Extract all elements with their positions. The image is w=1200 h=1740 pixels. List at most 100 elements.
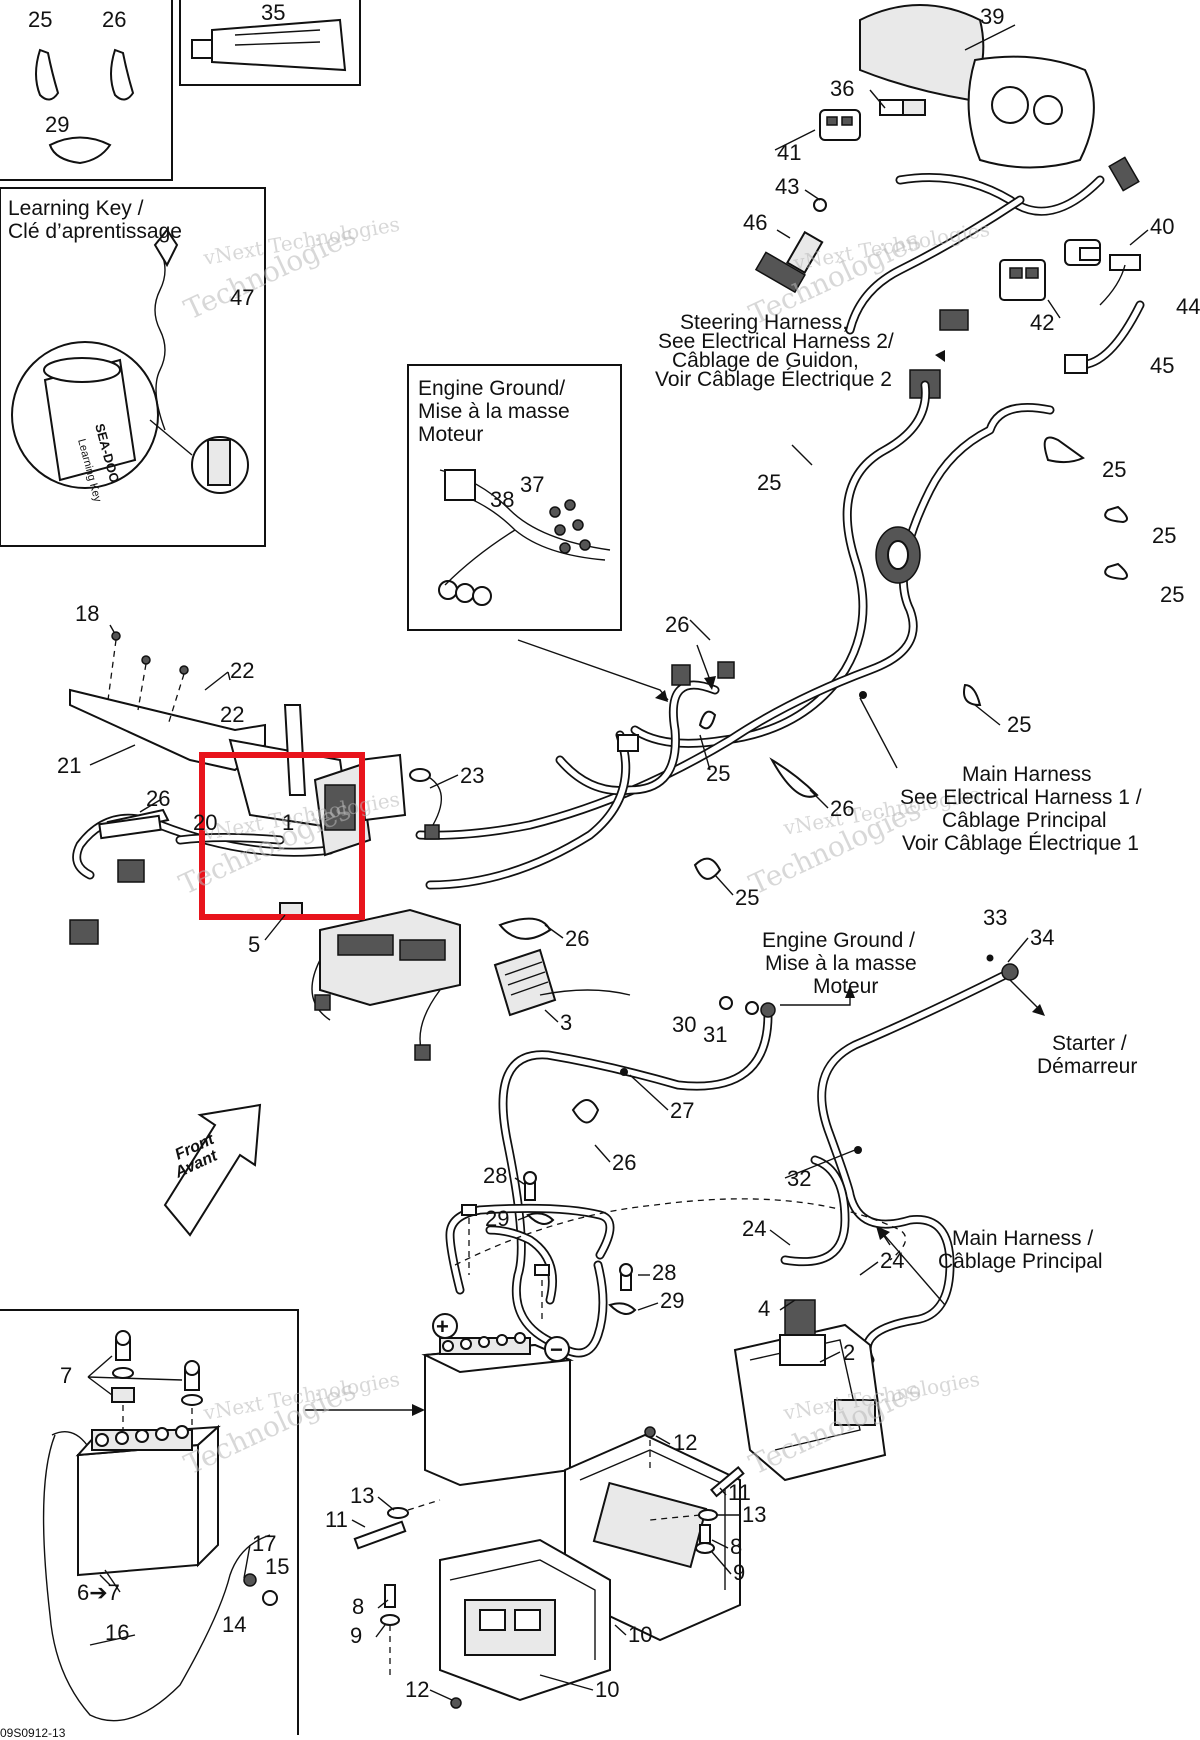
callout-number: 15 (265, 1554, 289, 1579)
callout-number: 4 (758, 1296, 770, 1321)
inset-grease-tube (179, 0, 361, 86)
ground-cable (498, 985, 855, 1358)
callout-number: 34 (1030, 925, 1054, 950)
callout-number: 11 (325, 1507, 348, 1532)
callout-number: 26 (830, 796, 854, 821)
callout-number: 8 (730, 1534, 742, 1559)
callout-number: 29 (660, 1288, 684, 1313)
steering-harness-label: See Electrical Harness 2/ (658, 330, 894, 353)
callout-number: 39 (980, 4, 1004, 29)
main-harness-label: Câblage Principal (942, 809, 1107, 832)
callout-number: 45 (1150, 353, 1174, 378)
learning-key-label: Learning Key / (8, 197, 144, 220)
callout-number: 2 (843, 1340, 855, 1365)
inset-learning-key (0, 187, 266, 547)
callout-number: 6➔7 (77, 1580, 120, 1605)
main-harness-bottom-label: Câblage Principal (938, 1250, 1103, 1273)
callout-number: 35 (261, 0, 285, 25)
battery-main (421, 1313, 574, 1487)
engine-ground-box-label: Engine Ground/ (418, 377, 565, 400)
callout-number: 25 (1102, 457, 1126, 482)
callout-number: 25 (28, 7, 52, 32)
callout-number: 18 (75, 601, 99, 626)
callout-number: 26 (665, 612, 689, 637)
steering-harness-label: Câblage de Guidon, (672, 349, 859, 372)
inset-battery (0, 1309, 299, 1735)
callout-number: 33 (983, 905, 1007, 930)
battery-minus-sign: − (550, 1337, 563, 1362)
callout-number: 10 (628, 1622, 652, 1647)
callout-number: 26 (146, 786, 170, 811)
engine-ground-label: Moteur (813, 975, 878, 998)
callout-number: 25 (1007, 712, 1031, 737)
starter-label: Starter / (1052, 1032, 1127, 1055)
callout-number: 38 (490, 487, 514, 512)
callout-numbers: 25 26 29 35 39 36 41 43 46 40 44 42 45 4… (28, 0, 1200, 1702)
regulator (493, 948, 631, 1017)
callout-number: 7 (60, 1363, 72, 1388)
front-arrow (163, 1103, 262, 1237)
callout-number: 36 (830, 76, 854, 101)
callout-number: 26 (612, 1150, 636, 1175)
battery-plus-sign: + (436, 1314, 449, 1339)
module-bracket-area (69, 631, 443, 857)
starter-relay-bracket (733, 1299, 887, 1482)
callout-number: 10 (595, 1677, 619, 1702)
main-harness-label: Voir Câblage Électrique 1 (902, 832, 1139, 855)
callout-number: 5 (248, 932, 260, 957)
switch-parts (754, 99, 1145, 374)
callout-number: 13 (742, 1502, 766, 1527)
callout-number: 13 (350, 1483, 374, 1508)
callout-number: 28 (652, 1260, 676, 1285)
main-harness (69, 380, 1055, 945)
callout-number: 1 (282, 810, 294, 835)
callout-number: 25 (1152, 523, 1176, 548)
learning-key-label: Clé d’aprentissage (8, 220, 182, 243)
starter-label: Démarreur (1037, 1055, 1137, 1078)
callout-number: 22 (220, 702, 244, 727)
instrument-cluster (845, 4, 1140, 335)
callout-number: 21 (57, 753, 81, 778)
connector-23 (409, 768, 431, 782)
callout-number: 46 (743, 210, 767, 235)
figure-code: 09S0912-13 (0, 1726, 66, 1740)
battery-tray (439, 1433, 741, 1702)
engine-ground-box-label: Moteur (418, 423, 483, 446)
watermarks: vNext Technologies Technologies vNext Te… (174, 212, 992, 1482)
callout-number: 17 (252, 1531, 276, 1556)
leader-lines (87, 24, 1149, 1701)
callout-number: 9 (733, 1560, 745, 1585)
callout-number: 30 (672, 1012, 696, 1037)
engine-ground-box-label: Mise à la masse (418, 400, 570, 423)
callout-number: 12 (673, 1430, 697, 1455)
callout-number: 26 (565, 926, 589, 951)
pointer-arrows (305, 644, 898, 1416)
callout-number: 8 (352, 1594, 364, 1619)
main-harness-bottom-label: Main Harness / (952, 1227, 1093, 1250)
small-hardware (353, 1426, 745, 1709)
inset-ties (0, 0, 173, 181)
callout-number: 43 (775, 174, 799, 199)
callout-number: 25 (706, 761, 730, 786)
battery-cables (445, 1155, 946, 1306)
main-harness-label: Main Harness (962, 763, 1092, 786)
main-harness-label: See Electrical Harness 1 / (900, 786, 1142, 809)
steering-connectors (909, 309, 969, 399)
highlight-box (199, 752, 365, 920)
callout-number: 31 (703, 1022, 727, 1047)
callout-number: 12 (405, 1677, 429, 1702)
engine-ground-label: Engine Ground / (762, 929, 915, 952)
engine-ground-label: Mise à la masse (765, 952, 917, 975)
callout-number: 44 (1176, 294, 1200, 319)
bolts-28-29 (461, 1171, 637, 1320)
steering-harness-label: Voir Câblage Électrique 2 (655, 368, 892, 391)
control-module (279, 902, 461, 1061)
callout-number: 23 (460, 763, 484, 788)
callout-number: 25 (1160, 582, 1184, 607)
callout-number: 40 (1150, 214, 1174, 239)
callout-number: 29 (45, 112, 69, 137)
callout-number: 37 (520, 472, 544, 497)
callout-number: 32 (787, 1166, 811, 1191)
callout-number: 26 (102, 7, 126, 32)
callout-number: 22 (230, 658, 254, 683)
